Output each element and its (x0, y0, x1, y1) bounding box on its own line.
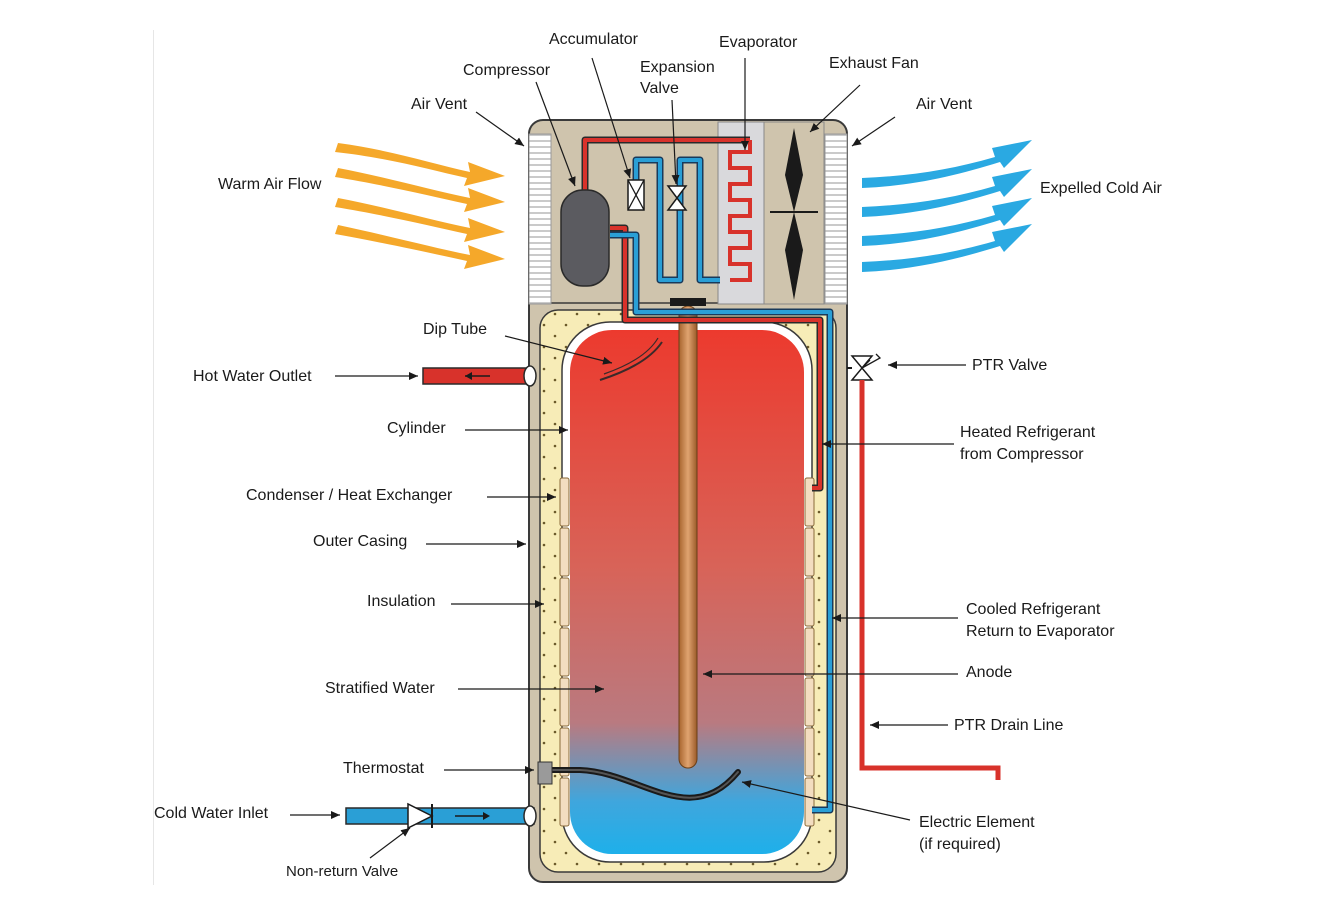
leader-compressor (535, 81, 576, 187)
label-stratified-water: Stratified Water (325, 680, 435, 697)
condenser-heat-exchanger (559, 477, 815, 827)
label-expelled-cold-air: Expelled Cold Air (1040, 180, 1162, 197)
label-anode: Anode (966, 664, 1013, 681)
ptr-drain-line (859, 380, 1001, 780)
label-cooled-refrigerant-line2: Return to Evaporator (966, 623, 1115, 640)
label-expansion-valve-line2: Valve (640, 80, 679, 97)
accumulator-symbol (627, 179, 645, 211)
leader-exhaust-fan (809, 84, 861, 133)
label-cooled-refrigerant-line1: Cooled Refrigerant (966, 601, 1101, 618)
label-electric-element-line2: (if required) (919, 836, 1001, 853)
label-compressor: Compressor (463, 62, 551, 79)
anode-cap (670, 298, 706, 306)
leader-lines (290, 57, 966, 859)
label-ptr-drain-line: PTR Drain Line (954, 717, 1064, 734)
air-vent-right (824, 133, 848, 305)
expansion-valve-symbol (666, 185, 688, 211)
leader-air-vent-left (475, 111, 525, 147)
evaporator-coil (728, 140, 752, 282)
label-warm-air-flow: Warm Air Flow (218, 176, 322, 193)
label-heated-refrigerant-line1: Heated Refrigerant (960, 424, 1096, 441)
label-condenser: Condenser / Heat Exchanger (246, 487, 453, 504)
hot-water-outlet-pipe (422, 365, 537, 387)
ptr-valve (847, 353, 882, 381)
anode-rod (678, 305, 698, 769)
exhaust-fan (770, 128, 818, 300)
label-ptr-valve: PTR Valve (972, 357, 1048, 374)
label-evaporator: Evaporator (719, 34, 798, 51)
label-exhaust-fan: Exhaust Fan (829, 55, 919, 72)
label-non-return-valve: Non-return Valve (286, 863, 399, 880)
leader-expansion-valve (671, 99, 680, 185)
label-air-vent-right: Air Vent (916, 96, 973, 113)
label-expansion-valve-line1: Expansion (640, 59, 715, 76)
label-cylinder: Cylinder (387, 420, 446, 437)
non-return-valve-symbol (407, 802, 434, 830)
label-air-vent-left: Air Vent (411, 96, 468, 113)
label-dip-tube: Dip Tube (423, 321, 488, 338)
label-cold-water-inlet: Cold Water Inlet (154, 805, 269, 822)
label-electric-element-line1: Electric Element (919, 814, 1035, 831)
leader-accumulator (591, 57, 632, 179)
label-insulation: Insulation (367, 593, 436, 610)
leader-electric-element (741, 780, 911, 821)
dip-tube (599, 341, 663, 381)
expelled-cold-air-arrows (862, 140, 1032, 272)
air-vent-left (528, 133, 552, 305)
warm-air-flow-arrows (335, 143, 505, 269)
label-thermostat: Thermostat (343, 760, 424, 777)
image-left-edge (153, 30, 154, 885)
thermostat-box (537, 761, 553, 785)
label-outer-casing: Outer Casing (313, 533, 408, 550)
label-hot-water-outlet: Hot Water Outlet (193, 368, 312, 385)
cold-water-inlet-pipe (345, 802, 537, 830)
leader-dip-tube (504, 335, 613, 365)
label-heated-refrigerant-line2: from Compressor (960, 446, 1084, 463)
evaporator-panel (717, 121, 765, 305)
compressor (560, 189, 610, 287)
leader-air-vent-right (851, 116, 896, 147)
label-accumulator: Accumulator (549, 31, 638, 48)
leader-non-return-valve (369, 827, 411, 859)
